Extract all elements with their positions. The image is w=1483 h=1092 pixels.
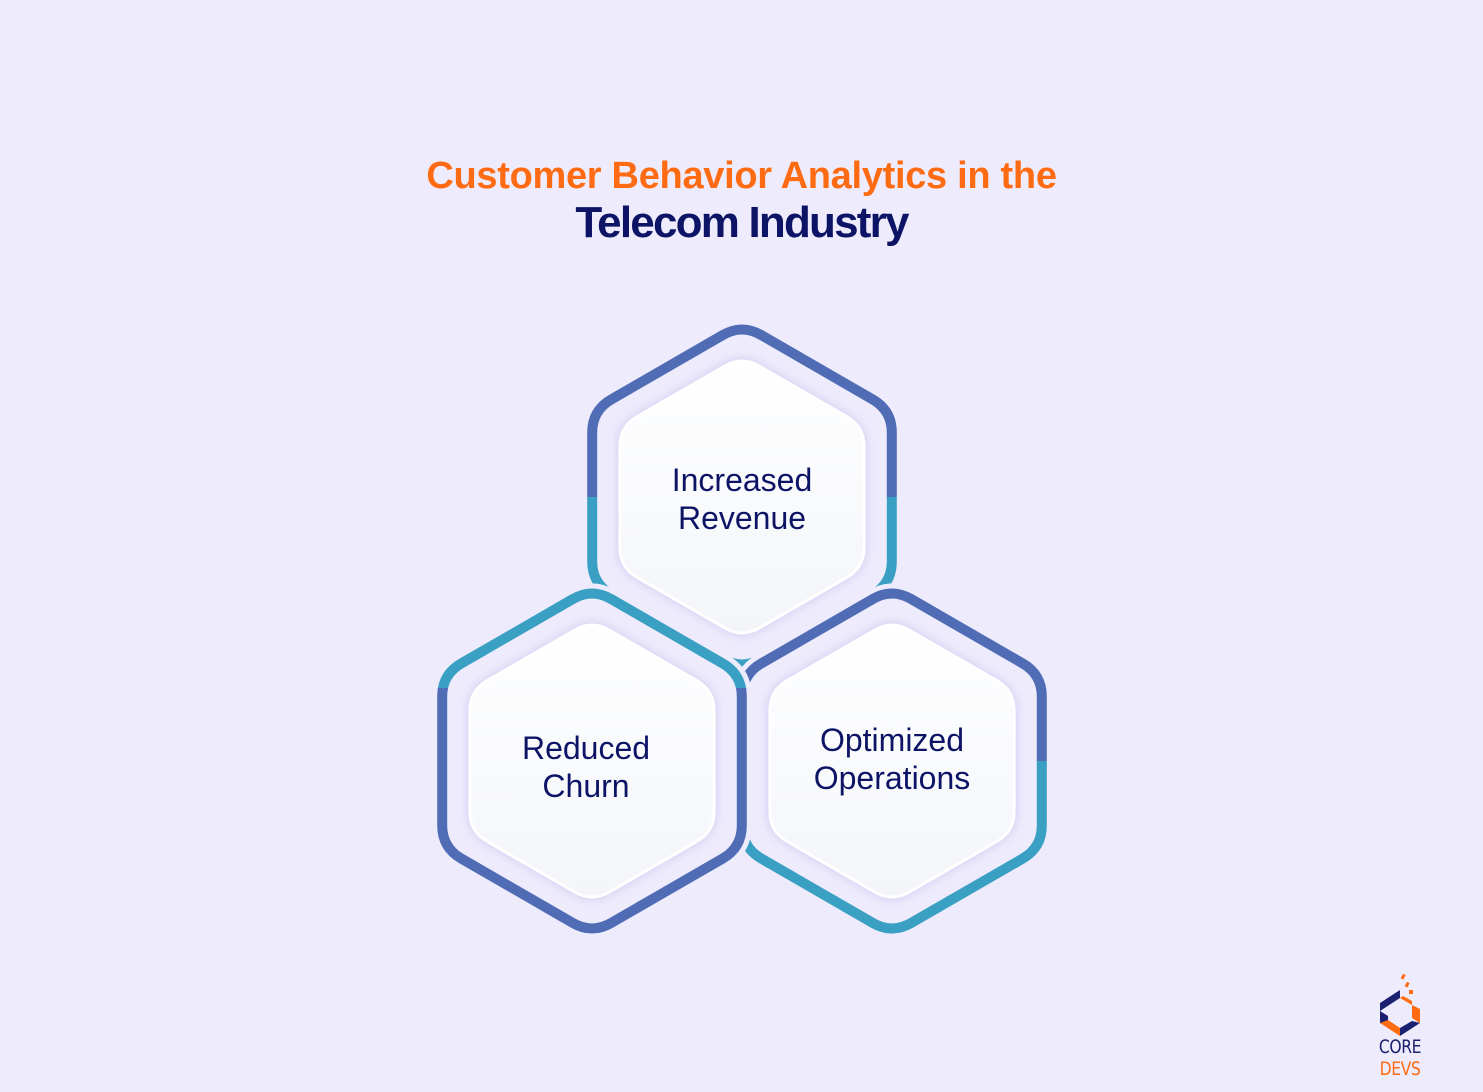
hex-card-top: [618, 359, 866, 635]
hex-outline-upper-segment: [587, 324, 897, 497]
hex-label-reduced-churn: Reduced Churn: [476, 729, 696, 805]
hex-label-line-2: Operations: [813, 760, 971, 796]
hex-label-increased-revenue: Increased Revenue: [632, 461, 852, 537]
hex-outline-lower-segment: [437, 688, 747, 934]
hex-label-optimized-operations: Optimized Operations: [782, 721, 1002, 797]
hex-outline-bottom-left: [432, 583, 752, 939]
hex-label-line-1: Increased: [671, 462, 813, 498]
hex-card-bottom-right: [768, 623, 1016, 899]
hex-label-line-1: Optimized: [819, 722, 965, 758]
logo-word-core: CORE: [1378, 1036, 1422, 1058]
logo-word-devs: DEVS: [1379, 1058, 1421, 1080]
hex-outline-lower-segment: [737, 761, 1047, 934]
logo-wordmark: CORE DEVS: [1363, 1036, 1437, 1080]
hex-label-line-1: Reduced: [521, 730, 651, 766]
core-devs-logo-icon: [1380, 973, 1420, 1036]
hex-card-bottom-left: [468, 623, 716, 899]
hex-label-line-2: Revenue: [677, 500, 807, 536]
title-line-2: Telecom Industry: [575, 198, 909, 247]
title-line-1: Customer Behavior Analytics in the: [426, 155, 1057, 197]
hex-label-line-2: Churn: [542, 768, 630, 804]
hex-outline-upper-segment: [437, 588, 747, 688]
